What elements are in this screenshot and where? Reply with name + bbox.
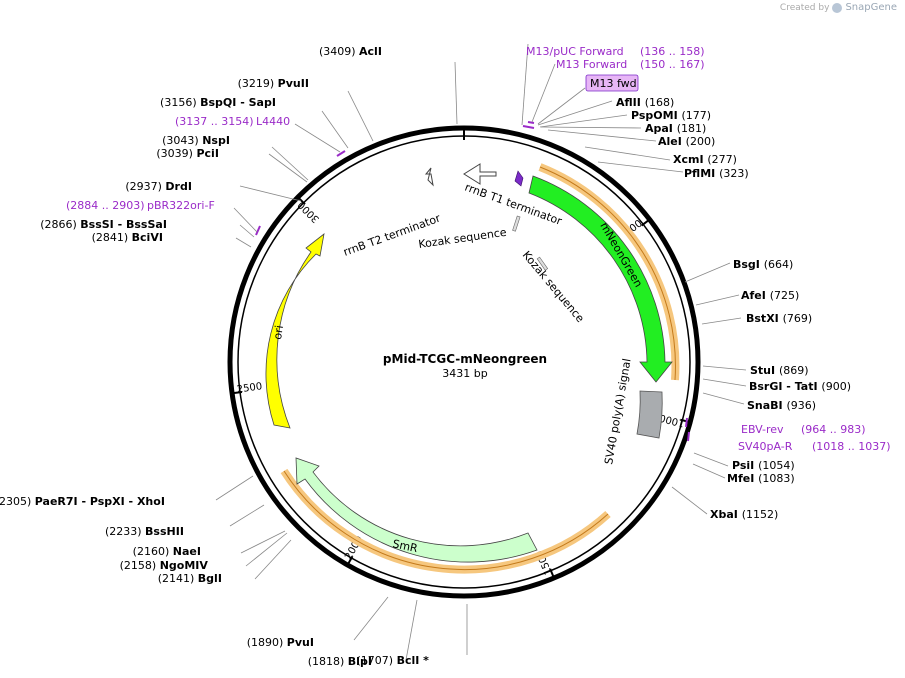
leader-lines: [215, 43, 747, 661]
credit-prefix: Created by: [779, 2, 830, 13]
enzyme-site-label: (1818) BlpI: [308, 655, 372, 668]
enzyme-site-label: BsrGI - TatI (900): [749, 380, 851, 393]
feature-ori: [265, 233, 325, 429]
bp-tick: [233, 390, 243, 395]
primer-range: (1018 .. 1037): [812, 440, 891, 453]
feature-mneongreen: [528, 175, 673, 383]
feature-label-smr: SmR: [391, 537, 419, 555]
primer-range: (964 .. 983): [801, 423, 866, 436]
bp-tick: [298, 197, 306, 205]
enzyme-site-label: (3043) NspI: [162, 134, 230, 147]
feature-rrnb-t2: [424, 167, 434, 187]
enzyme-site-label: (2937) DrdI: [125, 180, 192, 193]
primer-labels: M13/pUC Forward (136 .. 158) M13 Forward…: [66, 45, 891, 453]
enzyme-site-label: (2158) NgoMIV: [120, 559, 209, 572]
primer-range: (3137 .. 3154): [175, 115, 254, 128]
primer-label: M13 Forward: [556, 58, 627, 71]
primer-label: EBV-rev: [741, 423, 784, 436]
enzyme-site-label: BsgI (664): [733, 258, 793, 271]
enzyme-site-label: (1707) BclI *: [356, 654, 429, 667]
enzyme-site-label: MfeI (1083): [727, 472, 795, 485]
enzyme-site-label: (3409) AclI: [319, 45, 382, 58]
feature-primer-mark: [514, 170, 524, 187]
enzyme-site-label: (3156) BspQI - SapI: [160, 96, 276, 109]
enzyme-site-label: (1890) PvuI: [247, 636, 314, 649]
feature-smr: [295, 457, 538, 563]
primer-label: SV40pA-R: [738, 440, 793, 453]
bp-tick: [641, 219, 649, 227]
bp-tick-label: 1000: [658, 411, 685, 428]
enzyme-site-label: StuI (869): [750, 364, 809, 377]
feature-label-ori: ori: [271, 324, 286, 340]
enzyme-site-label: XcmI (277): [673, 153, 737, 166]
enzyme-site-label: (2160) NaeI: [133, 545, 201, 558]
primer-label: L4440: [256, 115, 290, 128]
snapgene-logo-icon: [832, 2, 843, 13]
primer-label: pBR322ori-F: [147, 199, 215, 212]
plasmid-length: 3431 bp: [442, 367, 487, 380]
plasmid-name: pMid-TCGC-mNeongreen: [383, 352, 547, 366]
enzyme-site-label: PflMI (323): [684, 167, 749, 180]
primer-range: (2884 .. 2903): [66, 199, 145, 212]
primer-label: M13 fwd: [590, 77, 637, 90]
enzyme-site-label: AleI (200): [658, 135, 715, 148]
backbone-outer: [227, 125, 701, 599]
feature-kozak-1: [512, 215, 521, 232]
feature-label-kozak-2: Kozak sequence: [520, 249, 587, 326]
feature-sv40-polya: [636, 390, 663, 439]
enzyme-site-label: ApaI (181): [645, 122, 706, 135]
enzyme-site-label: (2841) BciVI: [92, 231, 163, 244]
feature-label-sv40: SV40 poly(A) signal: [602, 357, 633, 465]
feature-rrnb-t1: [463, 163, 497, 185]
feature-label-kozak-1: Kozak sequence: [418, 226, 508, 251]
orf-highlight-mneongreen: [538, 163, 680, 381]
enzyme-site-label: (2305) PaeR7I - PspXI - XhoI: [0, 495, 165, 508]
enzyme-site-label: (3039) PciI: [156, 147, 219, 160]
enzyme-site-label: AflII (168): [616, 96, 674, 109]
snapgene-credit: Created by SnapGene: [780, 2, 897, 13]
enzyme-site-label: AfeI (725): [741, 289, 799, 302]
enzyme-site-label: BstXI (769): [746, 312, 812, 325]
enzyme-site-label: SnaBI (936): [747, 399, 816, 412]
enzyme-site-label: (2866) BssSI - BssSaI: [40, 218, 167, 231]
enzyme-site-label: PspOMI (177): [631, 109, 711, 122]
credit-brand: SnapGene: [845, 2, 897, 13]
enzyme-site-label: PsiI (1054): [732, 459, 795, 472]
primer-label: M13/pUC Forward: [526, 45, 624, 58]
orf-highlight-smr: [280, 468, 611, 574]
primer-box: [585, 74, 639, 92]
enzyme-site-label: XbaI (1152): [710, 508, 778, 521]
primer-range: (136 .. 158): [640, 45, 705, 58]
bp-tick-label: 2500: [236, 381, 263, 395]
bp-tick: [347, 555, 354, 564]
primer-arcs: [255, 121, 690, 442]
feature-label-rrnb-t2: rrnB T2 terminator: [342, 211, 443, 258]
enzyme-labels-left: (3409) AclI (3219) PvuII (3156) BspQI - Sa…: [0, 45, 429, 668]
primer-range: (150 .. 167): [640, 58, 705, 71]
enzyme-site-label: (3219) PvuII: [238, 77, 309, 90]
enzyme-site-label: (2233) BssHII: [105, 525, 184, 538]
feature-kozak-2: [536, 256, 549, 271]
bp-tick: [549, 568, 555, 577]
enzyme-labels-right: AflII (168)PspOMI (177)ApaI (181)AleI (2…: [616, 96, 851, 521]
bp-tick-label: 3000: [296, 199, 322, 225]
enzyme-site-label: (2141) BglI: [158, 572, 222, 585]
